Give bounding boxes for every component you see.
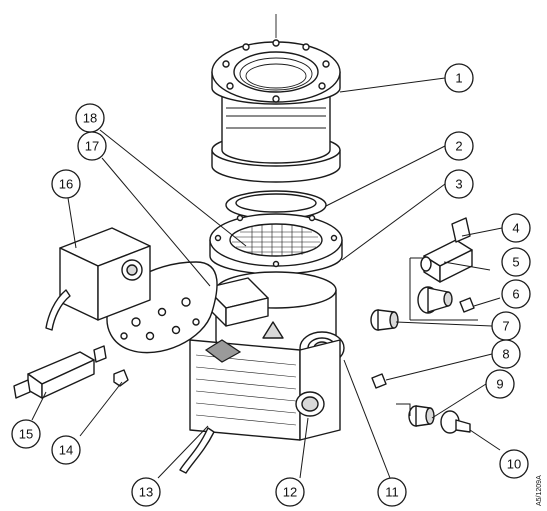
callout-label: 14 xyxy=(59,443,73,458)
pump-lower-body xyxy=(189,339,341,441)
purge-fitting xyxy=(408,405,435,427)
external-controller xyxy=(45,227,151,331)
cable xyxy=(179,427,215,474)
callout-label: 16 xyxy=(59,177,73,192)
callout-3: 3 xyxy=(444,169,474,199)
callout-label: 11 xyxy=(385,485,399,500)
callout-label: 6 xyxy=(512,287,519,302)
callout-8: 8 xyxy=(491,339,521,369)
inlet-flange xyxy=(211,39,341,183)
callout-label: 4 xyxy=(512,221,519,236)
vent-fitting xyxy=(417,286,453,314)
callout-2: 2 xyxy=(444,131,474,161)
callout-label: 7 xyxy=(502,319,509,334)
port-fitting xyxy=(370,309,399,331)
callout-label: 15 xyxy=(19,427,33,442)
small-screw xyxy=(459,297,475,313)
purge-screw xyxy=(440,410,471,434)
pump-inlet-flange xyxy=(209,213,343,275)
controller-box xyxy=(205,277,269,327)
callout-label: 13 xyxy=(139,485,153,500)
callout-label: 3 xyxy=(455,177,462,192)
callout-16: 16 xyxy=(51,169,81,199)
callout-18: 18 xyxy=(75,103,105,133)
solenoid-valve xyxy=(420,217,473,283)
callout-label: 8 xyxy=(502,347,509,362)
callout-label: 9 xyxy=(496,377,503,392)
callout-12: 12 xyxy=(275,477,305,507)
callout-15: 15 xyxy=(11,419,41,449)
inline-valve xyxy=(13,345,107,399)
callout-label: 10 xyxy=(507,457,521,472)
seal-ring xyxy=(225,190,327,220)
purge-plug xyxy=(371,373,387,389)
callout-label: 12 xyxy=(283,485,297,500)
reference-code: A5/1209A xyxy=(536,475,543,506)
callout-14: 14 xyxy=(51,435,81,465)
callout-17: 17 xyxy=(77,131,107,161)
callout-11: 11 xyxy=(377,477,407,507)
callout-5: 5 xyxy=(501,247,531,277)
callout-6: 6 xyxy=(501,279,531,309)
callout-13: 13 xyxy=(131,477,161,507)
callout-label: 2 xyxy=(455,139,462,154)
callout-10: 10 xyxy=(499,449,529,479)
callout-label: 5 xyxy=(512,255,519,270)
callout-1: 1 xyxy=(444,63,474,93)
callout-label: 17 xyxy=(85,139,99,154)
callout-9: 9 xyxy=(485,369,515,399)
callout-4: 4 xyxy=(501,213,531,243)
leader-lines xyxy=(31,77,503,479)
callout-label: 18 xyxy=(83,111,97,126)
callout-7: 7 xyxy=(491,311,521,341)
small-plug xyxy=(113,369,129,387)
callout-label: 1 xyxy=(455,71,462,86)
